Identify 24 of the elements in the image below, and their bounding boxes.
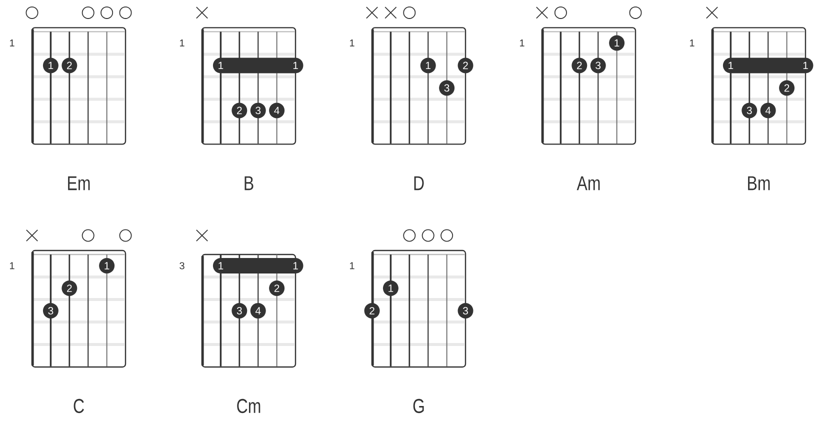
chord-name: Am — [576, 176, 600, 190]
barre-bar: 1 1 — [722, 58, 814, 74]
fret-number: 1 — [10, 262, 14, 270]
fret-number: 1 — [350, 262, 354, 270]
fret-number: 1 — [10, 40, 14, 46]
fretboard — [371, 27, 466, 145]
fret-number: 1 — [520, 40, 524, 46]
fretboard — [31, 250, 126, 368]
fret-number: 1 — [180, 40, 184, 46]
fretboard — [31, 27, 126, 145]
fretboard — [541, 27, 636, 145]
chord-name: G — [413, 398, 424, 414]
chord-name: Em — [68, 176, 90, 190]
fretboard — [371, 250, 466, 368]
fret-number: 3 — [180, 262, 184, 270]
chord-name: D — [414, 176, 424, 190]
barre-bar: 1 1 — [212, 58, 304, 74]
fret-number: 1 — [690, 40, 694, 46]
barre-bar: 1 1 — [212, 258, 304, 274]
chord-name: C — [74, 398, 84, 414]
chord-name: Bm — [748, 176, 770, 190]
chord-name: B — [244, 176, 254, 190]
chord-name: Cm — [237, 398, 260, 414]
fret-number: 1 — [350, 40, 354, 46]
